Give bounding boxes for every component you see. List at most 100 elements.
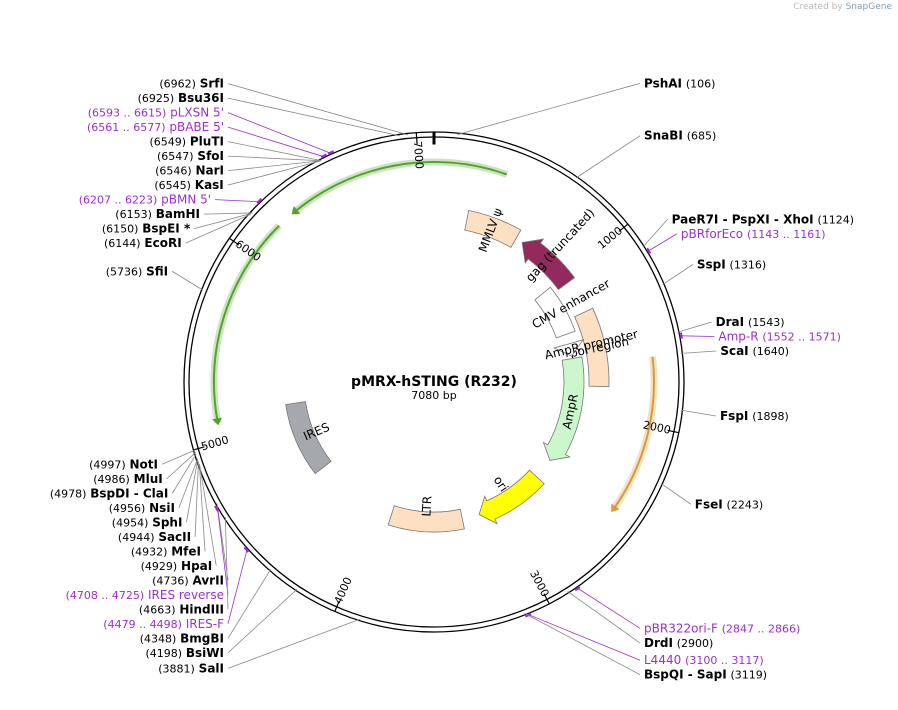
enzyme-name: HindIII: [179, 602, 224, 616]
enzyme-name: DraI: [716, 315, 744, 329]
label-leader: [680, 409, 717, 417]
enzyme-site-drdi: DrdI (2900): [644, 636, 713, 650]
enzyme-position: (1124): [817, 213, 854, 226]
label-leader: [227, 589, 298, 654]
primer-range: (4479 .. 4498): [103, 618, 182, 631]
primer-mark: [574, 585, 581, 592]
feature-ampr: [542, 356, 585, 461]
orf-arc: [612, 356, 655, 511]
enzyme-site-drai: DraI (1543): [716, 315, 785, 329]
enzyme-site-mlui: (4986) MluI: [93, 472, 162, 486]
label-leader: [227, 112, 332, 154]
label-leader: [524, 613, 641, 676]
enzyme-name: BspDI - ClaI: [90, 486, 168, 500]
primer-mark: [243, 546, 250, 553]
tick-label: 7000: [411, 141, 426, 170]
primer-range: (1552 .. 1571): [762, 330, 841, 343]
tick-label: 2000: [642, 418, 672, 436]
snapgene-logo: SnapGene: [845, 2, 892, 12]
label-leader: [199, 464, 217, 566]
enzyme-site-sspi: SspI (1316): [697, 257, 766, 271]
label-leader: [227, 548, 248, 624]
primer-label: (6207 .. 6223) pBMN 5': [79, 193, 211, 207]
enzyme-name: SrfI: [200, 77, 224, 91]
enzyme-position: (5736): [106, 265, 143, 278]
enzyme-name: NotI: [129, 457, 158, 471]
watermark-prefix: Created by: [793, 2, 843, 12]
enzyme-name: PaeR7I - PspXI - XhoI: [672, 212, 814, 226]
label-leader: [227, 160, 321, 172]
enzyme-site-kasi: (6545) KasI: [154, 178, 223, 192]
enzyme-name: NsiI: [149, 501, 175, 515]
tick-label: 3000: [527, 568, 551, 599]
primer-mark: [327, 150, 335, 155]
label-leader: [567, 591, 641, 644]
primer-label: pBRforEco (1143 .. 1161): [681, 227, 826, 241]
tick-label: 5000: [200, 433, 230, 453]
enzyme-site-ecori: (6144) EcoRI: [104, 236, 182, 250]
enzyme-site-bspqi-sapi: BspQI - SapI (3119): [644, 668, 767, 682]
enzyme-site-snabi: SnaBI (685): [644, 129, 716, 143]
enzyme-name: SnaBI: [644, 129, 683, 143]
plasmid-size: 7080 bp: [411, 389, 456, 402]
primer-name: IRES-F: [186, 617, 224, 631]
feature-pol-region: [574, 307, 610, 388]
enzyme-site-noti: (4997) NotI: [89, 457, 158, 471]
tick-mark: [618, 224, 628, 232]
primer-label: (6593 .. 6615) pLXSN 5': [88, 106, 224, 120]
label-leader: [215, 199, 261, 203]
enzyme-position: (4978): [50, 487, 87, 500]
label-leader: [198, 463, 206, 552]
label-leader: [576, 587, 641, 629]
label-leader: [677, 321, 712, 333]
label-leader: [185, 214, 251, 244]
enzyme-position: (6549): [149, 136, 186, 149]
label-leader: [680, 335, 715, 337]
enzyme-site-bamhi: (6153) BamHI: [115, 207, 200, 221]
tick-mark: [193, 446, 205, 451]
label-leader: [161, 449, 196, 465]
primer-label: (4708 .. 4725) IRES reverse: [66, 588, 224, 602]
enzyme-position: (2243): [727, 498, 764, 511]
orf-arc: [292, 161, 508, 214]
enzyme-site-sali: (3881) SalI: [158, 661, 224, 675]
orf-arrowhead: [611, 503, 620, 513]
primer-range: (1143 .. 1161): [747, 228, 826, 241]
enzyme-position: (4932): [131, 545, 168, 558]
label-leader: [227, 97, 401, 137]
enzyme-site-srfi: (6962) SrfI: [159, 77, 224, 91]
enzyme-position: (1640): [752, 345, 789, 358]
primer-range: (2847 .. 2866): [722, 622, 801, 635]
enzyme-position: (4986): [93, 473, 130, 486]
primer-label: L4440 (3100 .. 3117): [644, 653, 764, 667]
label-leader: [575, 135, 641, 179]
label-leader: [166, 452, 196, 480]
enzyme-site-mfei: (4932) MfeI: [131, 544, 201, 558]
label-leader: [171, 270, 204, 291]
enzyme-position: (4944): [118, 531, 155, 544]
label-leader: [178, 458, 199, 508]
enzyme-name: NarI: [195, 164, 224, 178]
primer-mark: [645, 247, 652, 255]
enzyme-name: FspI: [720, 409, 748, 423]
primer-range: (6207 .. 6223): [79, 194, 158, 207]
feature-gag-truncated: [521, 238, 576, 291]
tick-mark: [229, 238, 240, 246]
enzyme-position: (6925): [138, 92, 175, 105]
enzyme-position: (6150): [102, 223, 139, 236]
enzyme-site-fspi: FspI (1898): [720, 409, 789, 423]
enzyme-name: MfeI: [171, 544, 201, 558]
enzyme-name: BsiWI: [186, 646, 224, 660]
feature-ltr: [387, 505, 465, 533]
feature-mmlv: [464, 210, 522, 248]
primer-label: Amp-R (1552 .. 1571): [718, 329, 841, 343]
feature-cmv-enhancer: [534, 286, 576, 339]
primer-name: pLXSN 5': [170, 106, 224, 120]
primer-range: (4708 .. 4725): [66, 589, 145, 602]
label-leader: [186, 459, 199, 523]
primer-mark: [256, 198, 263, 205]
tick-mark: [415, 133, 418, 145]
enzyme-site-pshai: PshAI (106): [644, 76, 715, 90]
feature-ires: [285, 401, 332, 475]
enzyme-site-bmgbi: (4348) BmgBI: [140, 631, 224, 645]
